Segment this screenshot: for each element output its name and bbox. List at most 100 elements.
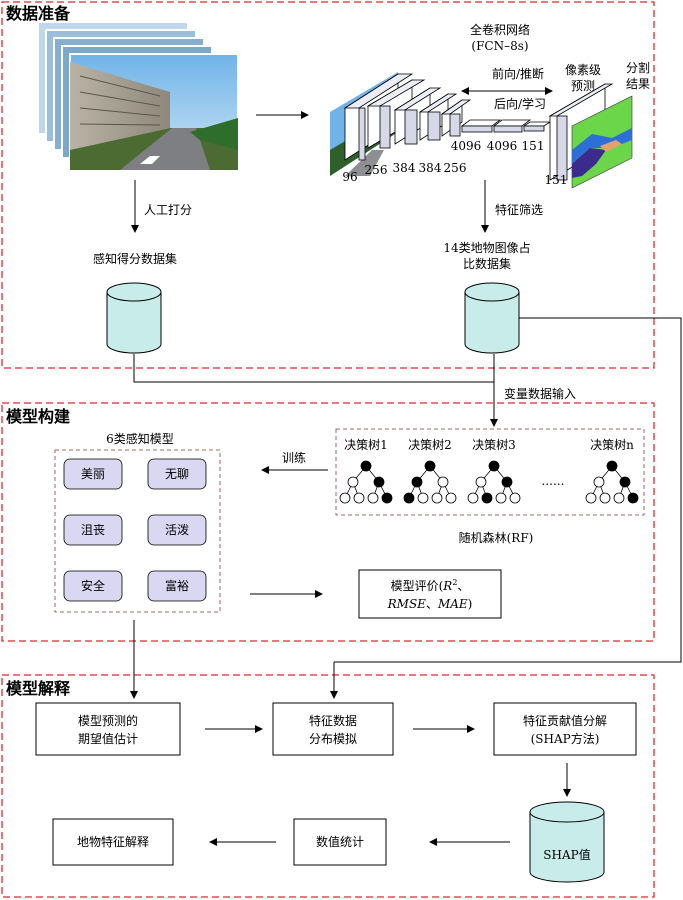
fcn-architecture: 全卷积网络 (FCN–8s) bbox=[330, 22, 650, 189]
section-title-model-build: 模型构建 bbox=[6, 407, 70, 426]
perception-models-title: 6类感知模型 bbox=[106, 431, 174, 446]
train-label: 训练 bbox=[282, 450, 306, 465]
tree-node bbox=[367, 492, 379, 504]
tree-node bbox=[467, 492, 479, 504]
tree-node bbox=[509, 492, 521, 504]
section-title-data-prep: 数据准备 bbox=[6, 4, 71, 23]
tree-node bbox=[437, 476, 449, 488]
category-label: 美丽 bbox=[81, 467, 105, 481]
tree-node bbox=[360, 460, 372, 472]
interpretation-label: 地物特征解释 bbox=[77, 834, 149, 849]
shap-line2: (SHAP方法) bbox=[531, 731, 600, 746]
layer-size: 151 bbox=[545, 173, 568, 187]
category-box bbox=[63, 458, 123, 490]
perception-categories: 美丽 无聊 沮丧 活泼 安全 富裕 bbox=[63, 458, 207, 602]
tree-node bbox=[339, 492, 351, 504]
tree-node bbox=[381, 492, 393, 504]
category-box bbox=[63, 514, 123, 546]
tree-label-1: 决策树1 bbox=[344, 437, 388, 452]
tree-node bbox=[593, 476, 605, 488]
random-forest-label: 随机森林(RF) bbox=[459, 530, 534, 545]
fcn-forward-label: 前向/推断 bbox=[492, 66, 544, 81]
tree-node bbox=[501, 476, 513, 488]
section-model-build bbox=[1, 402, 655, 642]
land-ratio-line2: 比数据集 bbox=[463, 256, 511, 271]
shap-decomposition-box bbox=[493, 702, 637, 756]
tree-node bbox=[411, 476, 423, 488]
category-label: 安全 bbox=[81, 578, 105, 593]
perception-dataset-cylinder bbox=[106, 282, 162, 354]
expected-value-box bbox=[35, 702, 181, 756]
category-label: 沮丧 bbox=[81, 523, 105, 537]
expected-line1: 模型预测的 bbox=[78, 713, 138, 728]
fcn-title-line2: (FCN–8s) bbox=[471, 39, 528, 53]
tree-node bbox=[373, 476, 385, 488]
tree-node bbox=[613, 492, 625, 504]
dist-line2: 分布模拟 bbox=[309, 732, 357, 746]
tree-node bbox=[424, 460, 436, 472]
section-title-model-explain: 模型解释 bbox=[6, 679, 71, 698]
section-model-explain bbox=[1, 674, 655, 898]
tree-label-2: 决策树2 bbox=[408, 437, 452, 452]
layer-size: 4096 bbox=[451, 139, 482, 153]
shap-values-cylinder bbox=[529, 801, 605, 883]
category-box bbox=[147, 514, 207, 546]
tree-node bbox=[445, 492, 457, 504]
tree-node bbox=[585, 492, 597, 504]
perception-models-box bbox=[54, 449, 221, 613]
pixel-prediction-line2: 预测 bbox=[571, 79, 595, 93]
layer-size: 384 bbox=[419, 161, 442, 175]
connector-perception-to-rf bbox=[133, 354, 494, 383]
category-box bbox=[63, 570, 123, 602]
tree-label-3: 决策树3 bbox=[472, 437, 516, 452]
statistics-box bbox=[293, 818, 387, 866]
segmentation-line1: 分割 bbox=[626, 60, 650, 75]
expected-line2: 期望值估计 bbox=[78, 731, 138, 746]
layer-size: 96 bbox=[342, 170, 357, 184]
statistics-label: 数值统计 bbox=[316, 834, 364, 849]
section-data-prep bbox=[1, 1, 655, 369]
tree-node bbox=[488, 460, 500, 472]
manual-score-label: 人工打分 bbox=[144, 203, 192, 217]
trees-ellipsis: ...... bbox=[542, 474, 565, 488]
random-forest-box bbox=[335, 428, 645, 516]
evaluation-box bbox=[358, 569, 502, 619]
shap-line1: 特征贡献值分解 bbox=[523, 713, 607, 728]
evaluation-line2: RMSE、MAE) bbox=[387, 597, 473, 611]
tree-node bbox=[431, 492, 443, 504]
distribution-sim-box bbox=[272, 702, 394, 756]
tree-node bbox=[606, 460, 618, 472]
fcn-backward-label: 后向/学习 bbox=[494, 96, 546, 111]
variable-input-label: 变量数据输入 bbox=[504, 386, 576, 401]
category-box bbox=[147, 458, 207, 490]
dist-line1: 特征数据 bbox=[309, 713, 357, 728]
shap-values-label: SHAP值 bbox=[543, 847, 590, 862]
layer-size: 151 bbox=[522, 139, 545, 153]
category-box bbox=[147, 570, 207, 602]
tree-node bbox=[475, 476, 487, 488]
fcn-title-line1: 全卷积网络 bbox=[470, 22, 530, 37]
category-label: 富裕 bbox=[165, 578, 189, 593]
category-label: 无聊 bbox=[165, 467, 189, 481]
decision-trees bbox=[339, 460, 639, 504]
tree-node bbox=[599, 492, 611, 504]
tree-node bbox=[403, 492, 415, 504]
tree-node bbox=[347, 476, 359, 488]
tree-node bbox=[353, 492, 365, 504]
tree-label-n: 决策树n bbox=[590, 437, 634, 452]
pixel-prediction-line1: 像素级 bbox=[565, 63, 601, 77]
tree-node bbox=[481, 492, 493, 504]
tree-node bbox=[495, 492, 507, 504]
layer-size: 256 bbox=[444, 161, 467, 175]
evaluation-line1: 模型评价(R2、 bbox=[391, 578, 470, 593]
tree-node bbox=[619, 476, 631, 488]
feature-screen-label: 特征筛选 bbox=[495, 202, 543, 217]
layer-size: 384 bbox=[393, 161, 416, 175]
tree-node bbox=[627, 492, 639, 504]
connector-land-to-explain bbox=[334, 317, 682, 663]
category-label: 活泼 bbox=[165, 523, 189, 537]
land-ratio-line1: 14类地物图像占 bbox=[443, 240, 530, 255]
interpretation-box bbox=[52, 818, 174, 866]
layer-size: 4096 bbox=[487, 139, 518, 153]
